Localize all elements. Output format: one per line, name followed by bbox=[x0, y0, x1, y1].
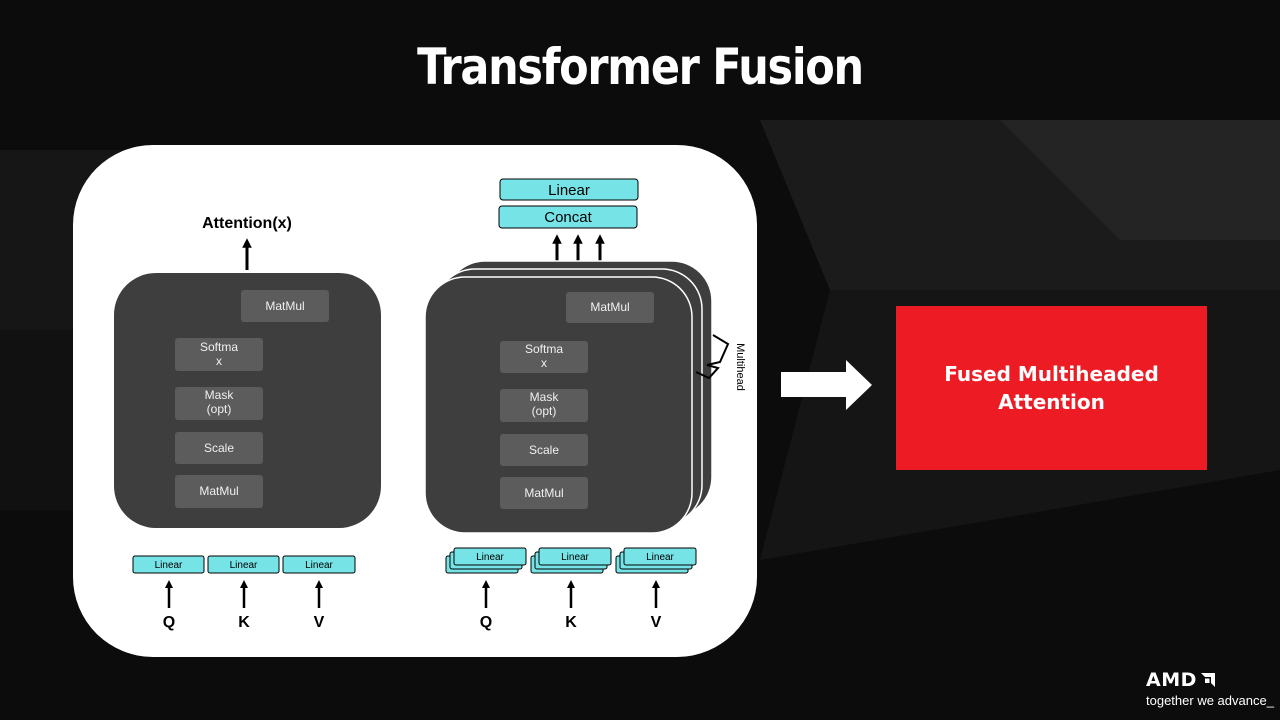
amd-tagline: together we advance_ bbox=[1146, 693, 1274, 708]
top-op-label-linear: Linear bbox=[548, 182, 590, 199]
multihead-brace bbox=[695, 334, 730, 380]
op-box bbox=[175, 475, 263, 508]
linear-box bbox=[207, 555, 280, 574]
stacked-linear-row: Linear Linear Linear bbox=[445, 547, 697, 574]
op-label: Mask(opt) bbox=[205, 388, 235, 416]
input-label-k: K bbox=[238, 614, 250, 631]
slide-title: Transformer Fusion bbox=[417, 38, 864, 96]
concat-box bbox=[498, 205, 638, 229]
op-box bbox=[175, 338, 263, 371]
op-box bbox=[175, 432, 263, 464]
amd-logo-icon bbox=[1200, 673, 1215, 687]
op-label: Scale bbox=[529, 443, 559, 457]
op-box bbox=[175, 387, 263, 420]
op-label: MatMul bbox=[524, 486, 563, 500]
op-label: Scale bbox=[204, 441, 234, 455]
input-label-k: K bbox=[565, 614, 577, 631]
op-box bbox=[241, 290, 329, 322]
input-label-q: Q bbox=[480, 614, 492, 631]
input-label-v: V bbox=[314, 614, 325, 631]
op-box bbox=[500, 434, 588, 466]
linear-box bbox=[132, 555, 205, 574]
op-box bbox=[500, 477, 588, 509]
op-label: MatMul bbox=[265, 299, 304, 313]
linear-box bbox=[538, 547, 612, 566]
linear-box bbox=[282, 555, 356, 574]
input-label-v: V bbox=[651, 614, 662, 631]
linear-label: Linear bbox=[646, 552, 674, 563]
input-label-q: Q bbox=[163, 614, 175, 631]
linear-label: Linear bbox=[230, 560, 258, 571]
top-op-label-concat: Concat bbox=[544, 209, 592, 226]
op-box bbox=[566, 292, 654, 323]
op-box bbox=[500, 389, 588, 422]
amd-wordmark-text: AMD bbox=[1146, 669, 1197, 691]
linear-label: Linear bbox=[476, 552, 504, 563]
linear-label: Linear bbox=[561, 552, 589, 563]
attention-output-label: Attention(x) bbox=[202, 215, 292, 232]
amd-wordmark: AMD bbox=[1146, 670, 1274, 690]
linear-label: Linear bbox=[305, 560, 333, 571]
linear-box bbox=[499, 178, 639, 201]
op-box bbox=[500, 341, 588, 373]
op-label: Mask(opt) bbox=[530, 390, 560, 418]
linear-box bbox=[453, 547, 527, 566]
op-label: MatMul bbox=[199, 484, 238, 498]
fused-attention-block: Fused Multiheaded Attention bbox=[896, 306, 1207, 470]
multihead-brace-label: Multihead bbox=[734, 343, 746, 391]
linear-box bbox=[623, 547, 697, 566]
linear-row: Linear Linear Linear bbox=[132, 555, 356, 574]
fused-attention-label: Fused Multiheaded Attention bbox=[944, 362, 1159, 414]
linear-label: Linear bbox=[155, 560, 183, 571]
amd-logo: AMD together we advance_ bbox=[1146, 670, 1274, 708]
op-label: MatMul bbox=[590, 300, 629, 314]
right-arrow-icon bbox=[781, 360, 872, 410]
